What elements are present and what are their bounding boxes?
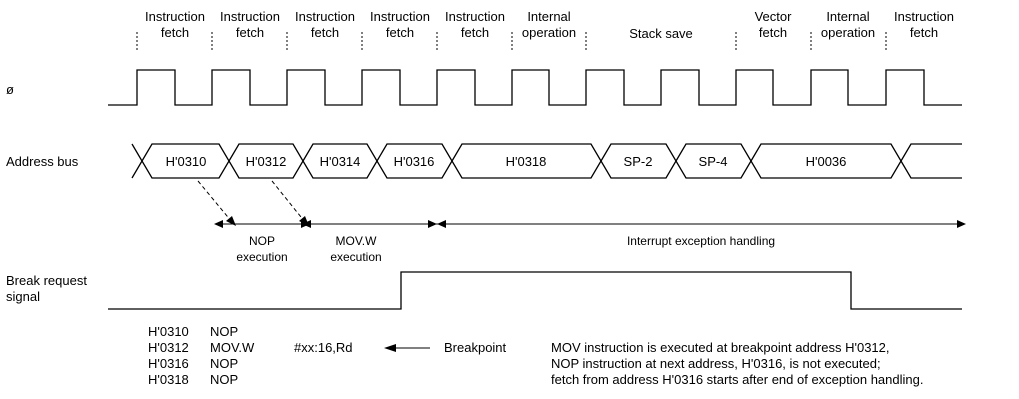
notes: MOV instruction is executed at breakpoin… xyxy=(551,340,923,387)
address-values: H'0310 H'0312 H'0314 H'0316 H'0318 SP-2 … xyxy=(166,154,847,169)
listing-address: H'0316 xyxy=(148,356,189,371)
cycle-label: fetch xyxy=(311,25,339,40)
listing-opcode: NOP xyxy=(210,372,238,387)
cycle-label: fetch xyxy=(461,25,489,40)
address-bus-label: Address bus xyxy=(6,154,79,169)
cycle-label: Internal xyxy=(826,9,869,24)
break-request-label: signal xyxy=(6,289,40,304)
cycle-label: Instruction xyxy=(145,9,205,24)
note-line: MOV instruction is executed at breakpoin… xyxy=(551,340,890,355)
break-request-waveform xyxy=(108,271,962,310)
arrowhead xyxy=(214,220,223,228)
cycle-label: operation xyxy=(522,25,576,40)
cycle-label: fetch xyxy=(161,25,189,40)
cycle-label: Instruction xyxy=(370,9,430,24)
cycle-label: fetch xyxy=(236,25,264,40)
address-value: SP-4 xyxy=(699,154,728,169)
listing-opcode: NOP xyxy=(210,324,238,339)
listing-address: H'0310 xyxy=(148,324,189,339)
fetch-to-execute-arrow xyxy=(197,180,233,223)
cycle-label: Stack save xyxy=(629,26,693,41)
arrowhead xyxy=(437,220,446,228)
address-value: H'0314 xyxy=(320,154,361,169)
cycle-headers: Instruction fetch Instruction fetch Inst… xyxy=(145,9,954,41)
breakpoint-label: Breakpoint xyxy=(444,340,507,355)
cycle-label: fetch xyxy=(759,25,787,40)
arrowhead xyxy=(428,220,437,228)
listing-opcode: MOV.W xyxy=(210,340,255,355)
program-listing: H'0310 NOP H'0312 MOV.W #xx:16,Rd H'0316… xyxy=(148,324,353,387)
address-value: H'0312 xyxy=(246,154,287,169)
cycle-label: Instruction xyxy=(295,9,355,24)
bus-segment xyxy=(900,143,962,179)
arrowhead xyxy=(302,220,311,228)
cycle-label: Instruction xyxy=(894,9,954,24)
address-value: H'0316 xyxy=(394,154,435,169)
note-line: fetch from address H'0316 starts after e… xyxy=(551,372,923,387)
listing-address: H'0312 xyxy=(148,340,189,355)
clock-waveform xyxy=(108,69,962,106)
cycle-boundaries xyxy=(136,32,887,50)
nop-execution-label: execution xyxy=(236,250,287,264)
cycle-label: fetch xyxy=(910,25,938,40)
break-request-label: Break request xyxy=(6,273,87,288)
cycle-label: Vector xyxy=(755,9,793,24)
address-value: SP-2 xyxy=(624,154,653,169)
address-value: H'0310 xyxy=(166,154,207,169)
cycle-label: fetch xyxy=(386,25,414,40)
arrowhead xyxy=(957,220,966,228)
cycle-label: Instruction xyxy=(220,9,280,24)
cycle-label: Internal xyxy=(527,9,570,24)
execution-phases: NOP execution MOV.W execution Interrupt … xyxy=(214,220,966,264)
arrowhead xyxy=(384,344,396,352)
bus-edge xyxy=(131,143,143,179)
mov-execution-label: MOV.W xyxy=(336,234,378,248)
nop-execution-label: NOP xyxy=(249,234,275,248)
cycle-label: Instruction xyxy=(445,9,505,24)
listing-operand: #xx:16,Rd xyxy=(294,340,353,355)
clock-label: ø xyxy=(6,82,14,97)
listing-opcode: NOP xyxy=(210,356,238,371)
cycle-label: operation xyxy=(821,25,875,40)
address-value: H'0036 xyxy=(806,154,847,169)
listing-address: H'0318 xyxy=(148,372,189,387)
interrupt-handling-label: Interrupt exception handling xyxy=(627,234,775,248)
address-value: H'0318 xyxy=(506,154,547,169)
fetch-to-execute-arrow xyxy=(271,180,306,223)
note-line: NOP instruction at next address, H'0316,… xyxy=(551,356,881,371)
address-bus-waveform xyxy=(131,143,962,179)
mov-execution-label: execution xyxy=(330,250,381,264)
